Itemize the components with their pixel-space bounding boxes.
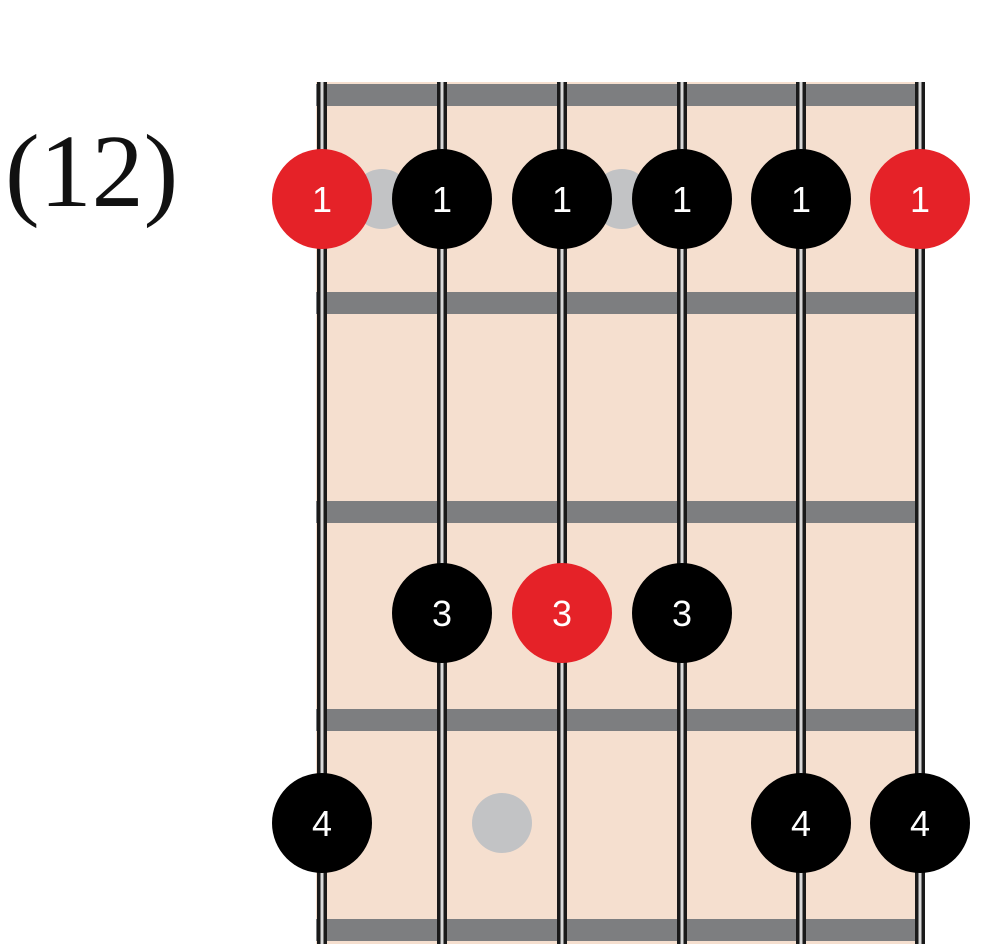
fret-wire-5 [316, 919, 924, 941]
fret-wire-1 [316, 84, 924, 106]
finger-number: 3 [432, 593, 452, 634]
finger-number: 1 [552, 179, 572, 220]
note-dot [632, 563, 732, 663]
note-dot [392, 563, 492, 663]
finger-number: 3 [672, 593, 692, 634]
finger-number: 3 [552, 593, 572, 634]
finger-number: 1 [312, 179, 332, 220]
inlay-dot-3 [472, 793, 532, 853]
finger-number: 1 [910, 179, 930, 220]
note-dot [272, 773, 372, 873]
string-highlight-3 [560, 82, 564, 944]
finger-number: 1 [791, 179, 811, 220]
note-dot [392, 149, 492, 249]
fret-wire-2 [316, 292, 924, 314]
root-note-dot [272, 149, 372, 249]
note-dot [751, 773, 851, 873]
finger-number: 1 [672, 179, 692, 220]
root-note-dot [870, 149, 970, 249]
string-highlight-4 [680, 82, 684, 944]
finger-number: 4 [791, 803, 811, 844]
note-dot [751, 149, 851, 249]
string-highlight-1 [320, 82, 324, 944]
string-highlight-2 [440, 82, 444, 944]
finger-number: 4 [312, 803, 332, 844]
finger-number: 4 [910, 803, 930, 844]
string-highlight-6 [918, 82, 922, 944]
fret-wire-3 [316, 501, 924, 523]
fret-wire-4 [316, 709, 924, 731]
fret-position-label: (12) [5, 114, 179, 229]
root-note-dot [512, 563, 612, 663]
note-dot [870, 773, 970, 873]
string-highlight-5 [799, 82, 803, 944]
finger-number: 1 [432, 179, 452, 220]
note-dot [632, 149, 732, 249]
note-dot [512, 149, 612, 249]
